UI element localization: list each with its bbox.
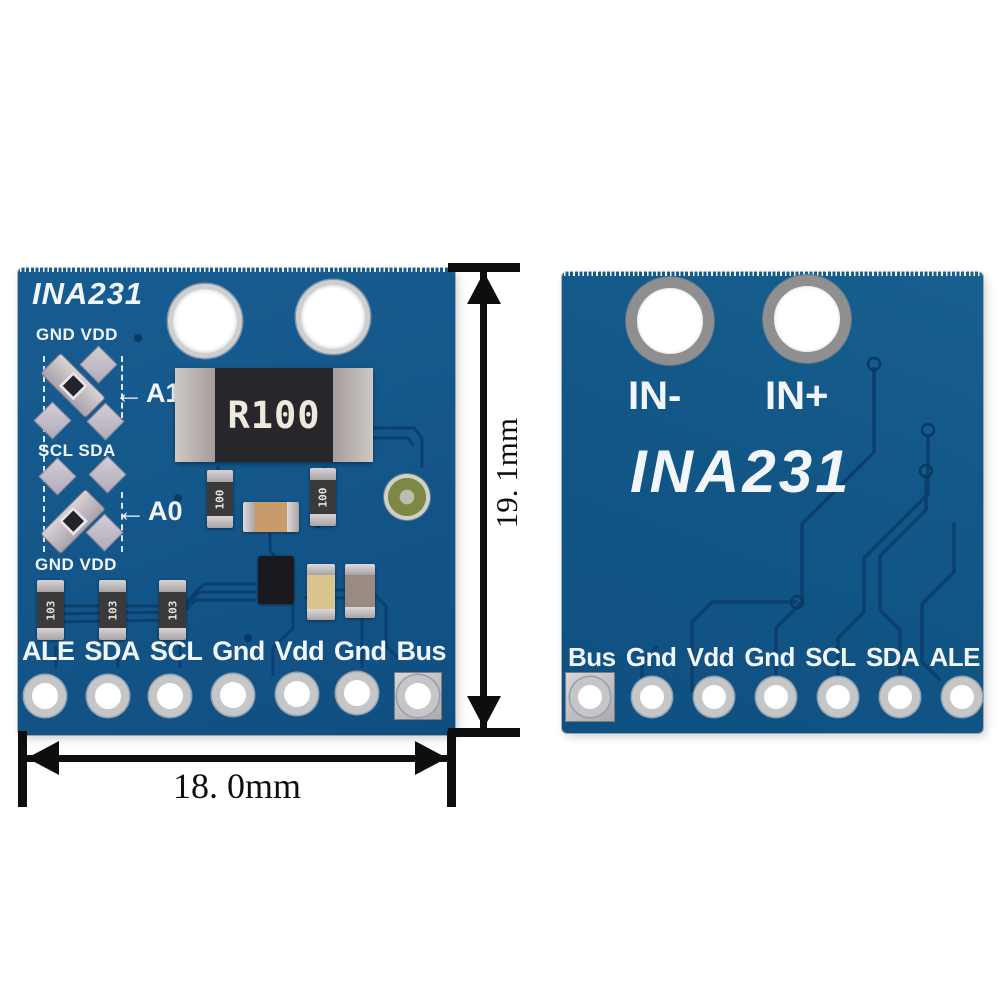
pin-hole	[397, 675, 439, 717]
pin-label: ALE	[22, 636, 75, 666]
dimension-arrow-up-icon	[467, 272, 501, 304]
pin-hole	[149, 675, 191, 717]
mounting-hole	[763, 275, 851, 363]
mounting-hole	[168, 284, 242, 358]
jumper-outline	[121, 492, 123, 552]
jumper-label-gnd-vdd-bottom: GND VDD	[35, 555, 117, 574]
resistor-100: 100	[310, 468, 336, 526]
jumper-outline	[121, 356, 123, 418]
pin-hole	[570, 677, 610, 717]
resistor-terminal	[333, 368, 373, 462]
left-arrow-icon: ←	[114, 376, 144, 410]
jumper-label-gnd-vdd-top: GND VDD	[36, 325, 118, 344]
pin-label: SDA	[865, 642, 920, 672]
pcb-back-board: IN- IN+ INA231 Bus Gnd Vdd Gnd SCL SDA A…	[562, 271, 983, 733]
board-title: INA231	[630, 438, 852, 505]
ina231-chip	[258, 556, 294, 604]
pin-hole	[212, 674, 254, 716]
mounting-hole	[296, 280, 370, 354]
pin-hole	[694, 677, 734, 717]
height-dimension-label: 19. 1mm	[489, 418, 524, 529]
dimension-line-horizontal	[27, 755, 447, 762]
dimension-arrow-down-icon	[467, 696, 501, 728]
pin-label: Gnd	[334, 636, 387, 666]
resistor-103: 103	[37, 580, 64, 640]
front-pin-labels: ALE SDA SCL Gnd Vdd Gnd Bus	[22, 636, 446, 667]
shunt-resistor: R100	[175, 368, 373, 462]
pin-label: SCL	[149, 636, 203, 666]
pin-label: Gnd	[744, 642, 795, 672]
address-label-a0: ← A0	[116, 494, 183, 528]
back-pin-labels: Bus Gnd Vdd Gnd SCL SDA ALE	[568, 642, 980, 673]
pin-label: Gnd	[625, 642, 677, 672]
pin-label: Vdd	[686, 642, 735, 672]
width-dimension-label: 18. 0mm	[172, 766, 301, 806]
dimension-arrow-left-icon	[27, 741, 59, 775]
pin-hole	[336, 672, 378, 714]
pcb-back-traces	[640, 356, 956, 692]
dimension-line-vertical	[480, 272, 487, 728]
pin-hole	[942, 677, 982, 717]
jumper-outline	[43, 356, 45, 552]
pin-label: Bus	[568, 642, 616, 672]
dimension-cap-bottom	[448, 728, 520, 737]
pin-label: ALE	[929, 642, 980, 672]
pin-label: Gnd	[212, 636, 265, 666]
input-label-minus: IN-	[628, 374, 682, 418]
board-title: INA231	[32, 276, 144, 311]
pin-hole	[632, 677, 672, 717]
dimension-cap-top	[448, 263, 520, 272]
gold-via	[384, 474, 430, 520]
pin-hole	[276, 673, 318, 715]
left-arrow-icon: ←	[116, 494, 146, 528]
pin-hole	[756, 677, 796, 717]
dimension-arrow-right-icon	[415, 741, 447, 775]
pin-label: SDA	[84, 636, 140, 666]
pin-hole	[880, 677, 920, 717]
jumper-label-scl-sda: SCL SDA	[38, 441, 116, 460]
resistor-103: 103	[99, 580, 126, 640]
pin-hole	[818, 677, 858, 717]
input-label-plus: IN+	[765, 374, 829, 418]
address-label-a1: ← A1	[114, 376, 181, 410]
mounting-hole	[626, 277, 714, 365]
resistor-100: 100	[207, 470, 233, 528]
dimension-cap-left	[18, 731, 27, 807]
resistor-terminal	[175, 368, 215, 462]
capacitor	[307, 564, 335, 620]
pin-label: SCL	[805, 642, 856, 672]
dimension-cap-right	[447, 731, 456, 807]
shunt-marking: R100	[227, 393, 321, 437]
capacitor	[243, 502, 299, 532]
pcb-front-board: INA231 GND VDD ← A1 SCL SDA ← A0 GND VDD…	[18, 267, 455, 735]
pin-hole	[24, 675, 66, 717]
pin-label: Bus	[396, 636, 446, 666]
resistor-103: 103	[159, 580, 186, 640]
capacitor	[345, 564, 375, 618]
pin-label: Vdd	[274, 636, 325, 666]
pin-hole	[87, 675, 129, 717]
